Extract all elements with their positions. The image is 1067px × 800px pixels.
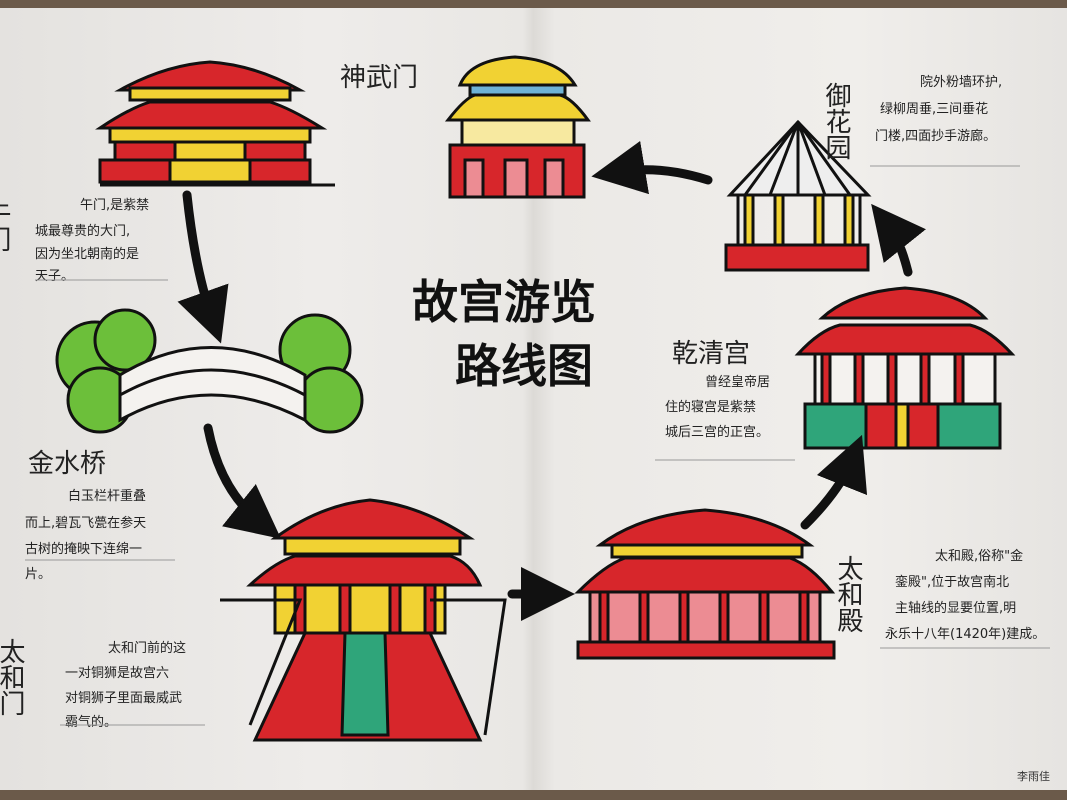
svg-text:住的寝宫是紫禁: 住的寝宫是紫禁 <box>665 399 756 415</box>
poster-paper: 故宫游览 路线图 神武门 御花园 院外粉墙环护, 绿柳周 <box>0 8 1067 790</box>
svg-text:绿柳周垂,三间垂花: 绿柳周垂,三间垂花 <box>880 101 988 117</box>
svg-text:而上,碧瓦飞甍在参天: 而上,碧瓦飞甍在参天 <box>25 515 146 531</box>
svg-text:永乐十八年(1420年)建成。: 永乐十八年(1420年)建成。 <box>885 627 1045 642</box>
wumen-label: 午门 <box>0 200 11 252</box>
jinshuiqiao-note: 白玉栏杆重叠 而上,碧瓦飞甍在参天 古树的掩映下连绵一 片。 <box>25 488 175 582</box>
arrow-qianqinggong-to-yuhuayuan <box>871 203 926 277</box>
title-line-2: 路线图 <box>455 339 593 393</box>
shenwumen-building <box>444 55 591 199</box>
svg-text:城最尊贵的大门,: 城最尊贵的大门, <box>35 223 130 239</box>
svg-text:对铜狮子里面最威武: 对铜狮子里面最威武 <box>65 691 182 706</box>
arrow-wumen-to-bridge <box>177 190 229 344</box>
jinshuiqiao-bridge <box>55 308 364 434</box>
svg-text:銮殿",位于故宫南北: 銮殿",位于故宫南北 <box>895 574 1009 590</box>
title-line-1: 故宫游览 <box>412 275 596 329</box>
shenwumen-label: 神武门 <box>340 63 418 93</box>
svg-text:午门,是紫禁: 午门,是紫禁 <box>80 198 149 213</box>
svg-text:因为坐北朝南的是: 因为坐北朝南的是 <box>35 246 139 262</box>
svg-text:城后三宫的正宫。: 城后三宫的正宫。 <box>665 424 769 440</box>
svg-text:片。: 片。 <box>25 567 51 582</box>
svg-text:主轴线的显要位置,明: 主轴线的显要位置,明 <box>895 600 1016 616</box>
svg-text:太和门前的这: 太和门前的这 <box>108 640 186 656</box>
taihemen-label: 太和门 <box>0 638 25 716</box>
taihedian-label: 太和殿 <box>833 555 863 633</box>
route-map-drawing: 故宫游览 路线图 神武门 御花园 院外粉墙环护, 绿柳周 <box>0 55 1050 783</box>
taihemen-building <box>220 498 507 742</box>
wumen-building <box>95 60 335 187</box>
svg-text:太和殿,俗称"金: 太和殿,俗称"金 <box>935 548 1023 564</box>
taihemen-note: 太和门前的这 一对铜狮是故宫六 对铜狮子里面最威武 霸气的。 <box>60 640 205 730</box>
svg-text:白玉栏杆重叠: 白玉栏杆重叠 <box>68 488 146 504</box>
svg-text:古树的掩映下连绵一: 古树的掩映下连绵一 <box>25 541 142 557</box>
svg-text:院外粉墙环护,: 院外粉墙环护, <box>920 75 1002 90</box>
wumen-note: 午门,是紫禁 城最尊贵的大门, 因为坐北朝南的是 天子。 <box>35 198 168 284</box>
taihedian-building <box>574 508 836 660</box>
svg-text:霸气的。: 霸气的。 <box>65 714 117 730</box>
arrow-taihedian-to-qianqinggong <box>800 434 868 530</box>
svg-text:曾经皇帝居: 曾经皇帝居 <box>705 374 770 390</box>
qianqinggong-building <box>794 286 1016 450</box>
signature: 李雨佳 <box>1017 769 1050 783</box>
svg-text:门楼,四面抄手游廊。: 门楼,四面抄手游廊。 <box>875 128 996 144</box>
qianqinggong-label: 乾清宫 <box>672 339 750 369</box>
svg-text:一对铜狮是故宫六: 一对铜狮是故宫六 <box>65 666 169 681</box>
route-arrows <box>177 140 926 621</box>
taihedian-note: 太和殿,俗称"金 銮殿",位于故宫南北 主轴线的显要位置,明 永乐十八年(142… <box>880 548 1050 649</box>
arrow-bridge-to-taihemen <box>203 423 282 539</box>
qianqinggong-note: 曾经皇帝居 住的寝宫是紫禁 城后三宫的正宫。 <box>655 374 795 461</box>
yuhuayuan-pavilion <box>724 119 872 272</box>
yuhuayuan-note: 院外粉墙环护, 绿柳周垂,三间垂花 门楼,四面抄手游廊。 <box>870 75 1020 167</box>
yuhuayuan-label: 御花园 <box>821 82 851 160</box>
svg-text:天子。: 天子。 <box>35 269 74 284</box>
arrow-yuhuayuan-to-shenwumen <box>591 140 713 195</box>
jinshuiqiao-label: 金水桥 <box>28 449 106 479</box>
